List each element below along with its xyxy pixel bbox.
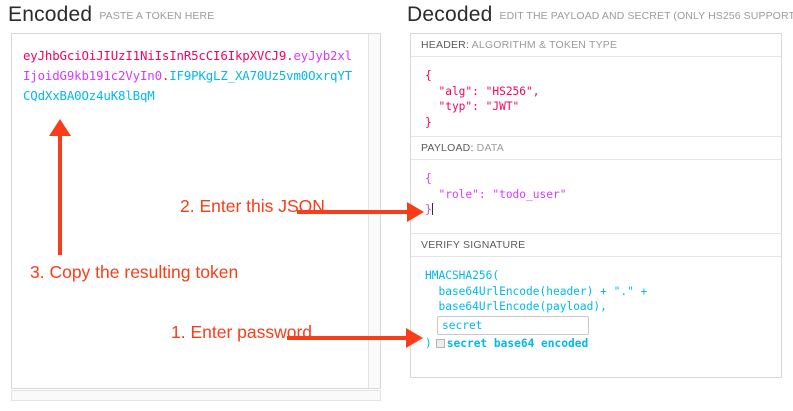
annotation-step-3: 3. Copy the resulting token <box>30 262 239 282</box>
annotation-arrow-2-line <box>297 210 408 214</box>
closing-paren: ) <box>425 336 432 350</box>
jwt-header-segment: eyJhbGciOiJIUzI1NiIsInR5cCI6IkpXVCJ9 <box>23 48 287 63</box>
jwt-signature-segment: IF9PKgLZ_XA70Uz5vm0OxrqYTCQdXxBA0Oz4uK8l… <box>23 68 352 103</box>
jwt-separator-1: . <box>286 48 294 63</box>
hmac-line-2: base64UrlEncode(header) + "." + <box>425 284 648 298</box>
jwt-separator-2: . <box>161 68 170 83</box>
encoded-subtitle-text: PASTE A TOKEN HERE <box>99 10 215 22</box>
payload-section-label-strong: PAYLOAD: <box>421 142 474 154</box>
base64-encoded-row: ) secret base64 encoded <box>425 337 588 350</box>
header-section-label: HEADER: ALGORITHM & TOKEN TYPE <box>411 34 781 57</box>
encoded-column-title: Encoded PASTE A TOKEN HERE <box>8 3 214 27</box>
annotation-arrow-1-line <box>287 336 407 340</box>
header-json-editor[interactable]: { "alg": "HS256", "typ": "JWT" } <box>411 57 781 137</box>
payload-json-editor[interactable]: { "role": "todo_user" } <box>411 160 781 234</box>
annotation-arrow-3-head <box>49 119 71 136</box>
jwt-payload-segment: eyJyb2xlIjoidG9kb191c2VyIn0 <box>23 48 352 83</box>
decoded-panel: HEADER: ALGORITHM & TOKEN TYPE { "alg": … <box>410 33 782 378</box>
hmac-line-1: HMACSHA256( <box>425 269 500 282</box>
encoded-token-text[interactable]: eyJhbGciOiJIUzI1NiIsInR5cCI6IkpXVCJ9.eyJ… <box>23 46 353 106</box>
payload-json-text: { "role": "todo_user" } <box>425 172 567 216</box>
annotation-step-1: 1. Enter password <box>171 322 313 342</box>
annotation-step-2: 2. Enter this JSON <box>180 196 325 216</box>
text-caret <box>431 203 433 215</box>
header-section-label-strong: HEADER: <box>421 39 470 51</box>
annotation-arrow-2-head <box>407 202 424 222</box>
decoded-column-title: Decoded EDIT THE PAYLOAD AND SECRET (ONLY… <box>407 3 793 27</box>
header-section-label-rest: ALGORITHM & TOKEN TYPE <box>469 39 618 51</box>
annotation-arrow-1-head <box>406 328 423 348</box>
verify-signature-body: HMACSHA256( base64UrlEncode(header) + ".… <box>411 257 781 379</box>
payload-section-label: PAYLOAD: DATA <box>411 137 781 160</box>
encoded-panel-horizontal-scrollbar[interactable] <box>11 390 381 401</box>
secret-input[interactable] <box>437 315 589 335</box>
payload-section-label-rest: DATA <box>473 142 504 154</box>
base64-encoded-checkbox[interactable] <box>435 338 445 348</box>
decoded-title-text: Decoded <box>407 3 493 26</box>
annotation-arrow-3-line <box>58 136 62 255</box>
decoded-subtitle-text: EDIT THE PAYLOAD AND SECRET (ONLY HS256 … <box>499 10 793 22</box>
base64-encoded-label[interactable]: secret base64 encoded <box>446 336 589 350</box>
signature-section-label: VERIFY SIGNATURE <box>411 234 781 257</box>
hmac-line-3: base64UrlEncode(payload), <box>425 300 607 313</box>
signature-section-label-strong: VERIFY SIGNATURE <box>421 239 526 251</box>
encoded-title-text: Encoded <box>8 3 93 26</box>
